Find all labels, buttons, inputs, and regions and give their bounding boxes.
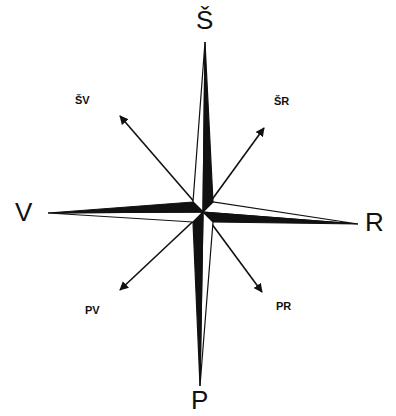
- south-letter: P: [191, 387, 208, 413]
- direction-label: PR: [276, 301, 291, 312]
- direction-label: ŠV: [75, 95, 90, 106]
- direction-label: ŠR: [274, 96, 289, 107]
- north-letter: Š: [196, 7, 213, 33]
- west-letter: V: [15, 199, 32, 225]
- star-points: [48, 42, 358, 386]
- direction-label: PV: [85, 305, 100, 316]
- east-letter: R: [365, 209, 384, 235]
